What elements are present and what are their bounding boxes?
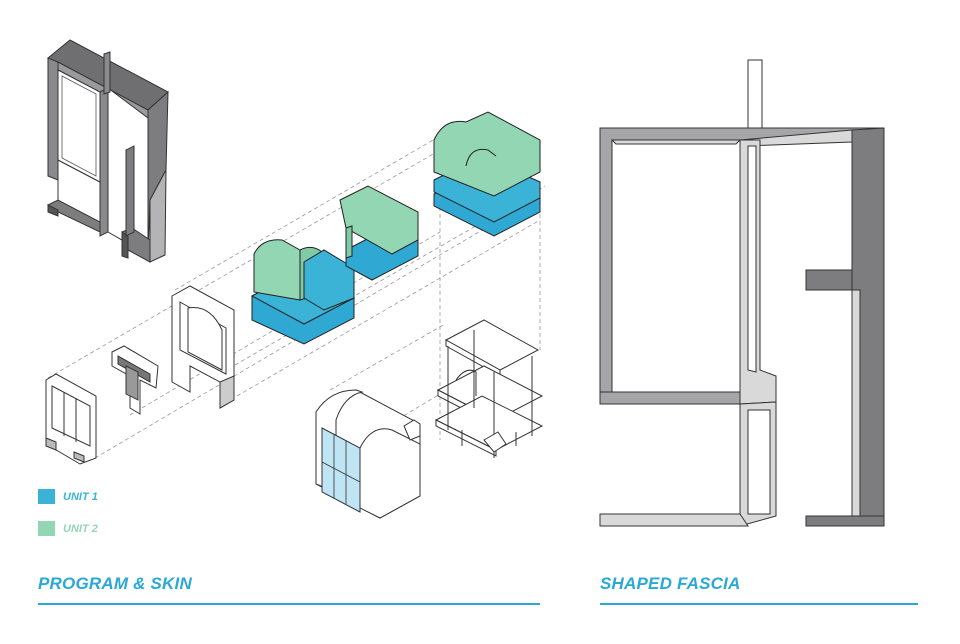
section-title-shaped-fascia: SHAPED FASCIA (600, 574, 741, 593)
fascia-frame-isometric (47, 39, 169, 263)
legend-label-unit2: UNIT 2 (63, 522, 98, 535)
skin-layer-2 (111, 345, 159, 415)
legend-label-unit1: UNIT 1 (63, 490, 98, 503)
section-rule-right (600, 603, 918, 605)
skin-layer-1 (45, 373, 97, 465)
program-volume-2 (339, 185, 419, 281)
section-rule-left (38, 603, 540, 605)
fascia-elevation (599, 59, 885, 527)
legend-item-unit2: UNIT 2 (38, 521, 98, 536)
floor-structure-isometric (434, 319, 544, 458)
legend-item-unit1: UNIT 1 (38, 489, 98, 504)
section-title-program-skin: PROGRAM & SKIN (38, 574, 192, 593)
legend-swatch-unit2 (38, 521, 55, 536)
building-skin-isometric (315, 389, 421, 519)
program-volume-3 (433, 111, 541, 237)
legend-swatch-unit1 (38, 489, 55, 504)
skin-layer-3 (171, 285, 235, 409)
program-volume-1 (250, 239, 356, 345)
